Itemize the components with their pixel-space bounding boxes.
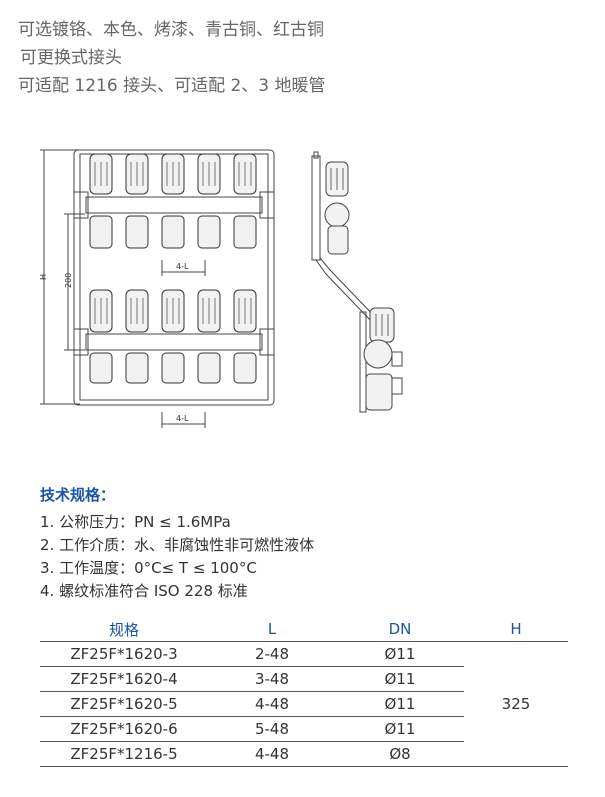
header-l: L [208, 617, 336, 642]
table-row: ZF25F*1620-6 5-48 Ø11 [40, 716, 568, 742]
intro-replaceable-connector: 可更换式接头 [20, 48, 122, 68]
table-row: ZF25F*1620-4 3-48 Ø11 [40, 666, 568, 692]
intro-block: 可选镀铬、本色、烤漆、青古铜、红古铜 可更换式接头 可适配 1216 接头、可适… [18, 16, 326, 100]
cell-model: ZF25F*1620-6 [40, 716, 208, 742]
dim-4l-top-label: 4-L [176, 262, 189, 271]
spec-item: 1. 公称压力：PN ≤ 1.6MPa [40, 513, 231, 531]
intro-finish-options: 可选镀铬、本色、烤漆、青古铜、红古铜 [18, 20, 324, 40]
spec-item: 2. 工作介质：水、非腐蚀性非可燃性液体 [40, 536, 315, 554]
intro-compatibility: 可适配 1216 接头、可适配 2、3 地暖管 [18, 76, 326, 96]
table-header-row: 规格 L DN H [40, 617, 568, 642]
cell-model: ZF25F*1620-3 [40, 641, 208, 667]
cell-l: 3-48 [208, 666, 336, 692]
spec-item: 3. 工作温度：0°C≤ T ≤ 100°C [40, 559, 257, 577]
table-row: ZF25F*1216-5 4-48 Ø8 [40, 741, 568, 767]
cell-dn: Ø11 [336, 666, 464, 692]
cell-dn: Ø8 [336, 741, 464, 767]
model-table: 规格 L DN H ZF25F*1620-3 2-48 Ø11 325 ZF25… [40, 617, 568, 767]
spec-title: 技术规格： [40, 486, 116, 504]
dim-h-label: H [39, 274, 48, 280]
cell-l: 2-48 [208, 641, 336, 667]
cell-dn: Ø11 [336, 641, 464, 667]
spec-list: 1. 公称压力：PN ≤ 1.6MPa 2. 工作介质：水、非腐蚀性非可燃性液体… [40, 511, 314, 603]
cell-dn: Ø11 [336, 716, 464, 742]
table-row: ZF25F*1620-3 2-48 Ø11 325 [40, 641, 568, 767]
dim-4l-bottom-label: 4-L [176, 414, 189, 423]
header-model: 规格 [40, 617, 208, 642]
table-row: ZF25F*1620-5 4-48 Ø11 [40, 691, 568, 717]
cell-model: ZF25F*1216-5 [40, 741, 208, 767]
cell-l: 4-48 [208, 741, 336, 767]
dim-200-label: 200 [64, 273, 73, 288]
cell-model: ZF25F*1620-4 [40, 666, 208, 692]
header-h: H [464, 617, 568, 642]
cell-l: 5-48 [208, 716, 336, 742]
cell-l: 4-48 [208, 691, 336, 717]
header-dn: DN [336, 617, 464, 642]
cell-h: 325 [464, 641, 568, 767]
manifold-technical-drawing: H 200 4-L 4-L [39, 149, 403, 428]
spec-item: 4. 螺纹标准符合 ISO 228 标准 [40, 582, 248, 600]
cell-model: ZF25F*1620-5 [40, 691, 208, 717]
cell-dn: Ø11 [336, 691, 464, 717]
